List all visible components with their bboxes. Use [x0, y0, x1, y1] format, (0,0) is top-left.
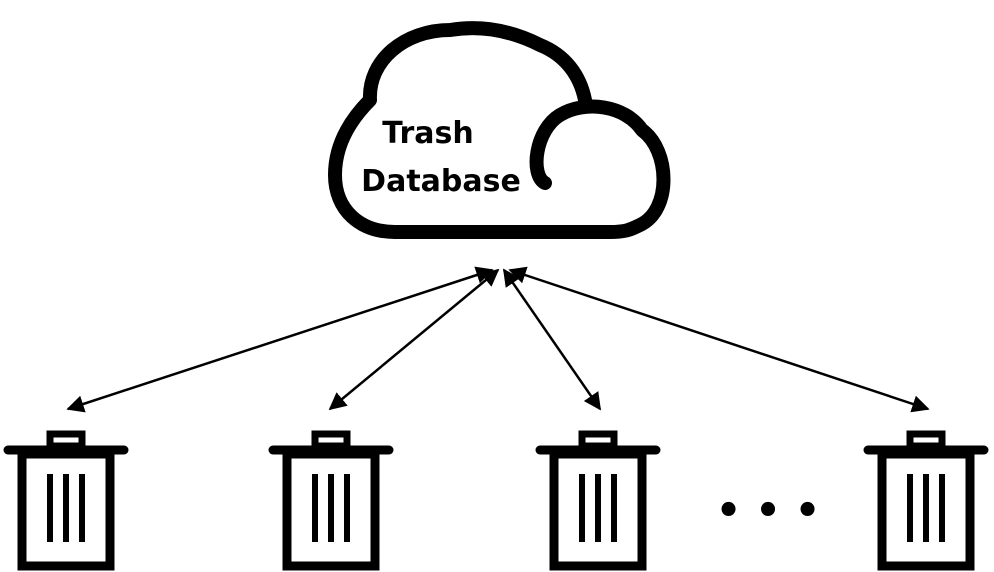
cloud-label-line1: Trash: [382, 116, 473, 151]
ellipsis-more-bins: • • •: [716, 488, 821, 534]
trash-bin-icon: [268, 430, 394, 571]
arrow-bin-3: [502, 268, 602, 411]
cloud-icon: [328, 21, 671, 239]
arrow-bin-2: [328, 268, 500, 411]
trash-bin-icon: [3, 430, 129, 571]
trash-bin-icon: [535, 430, 661, 571]
connection-arrows: [66, 266, 930, 413]
arrow-bin-4: [508, 266, 930, 413]
arrow-bin-1: [66, 266, 494, 413]
cloud-label-line2: Database: [361, 164, 521, 199]
trash-bin-icon: [863, 430, 989, 571]
